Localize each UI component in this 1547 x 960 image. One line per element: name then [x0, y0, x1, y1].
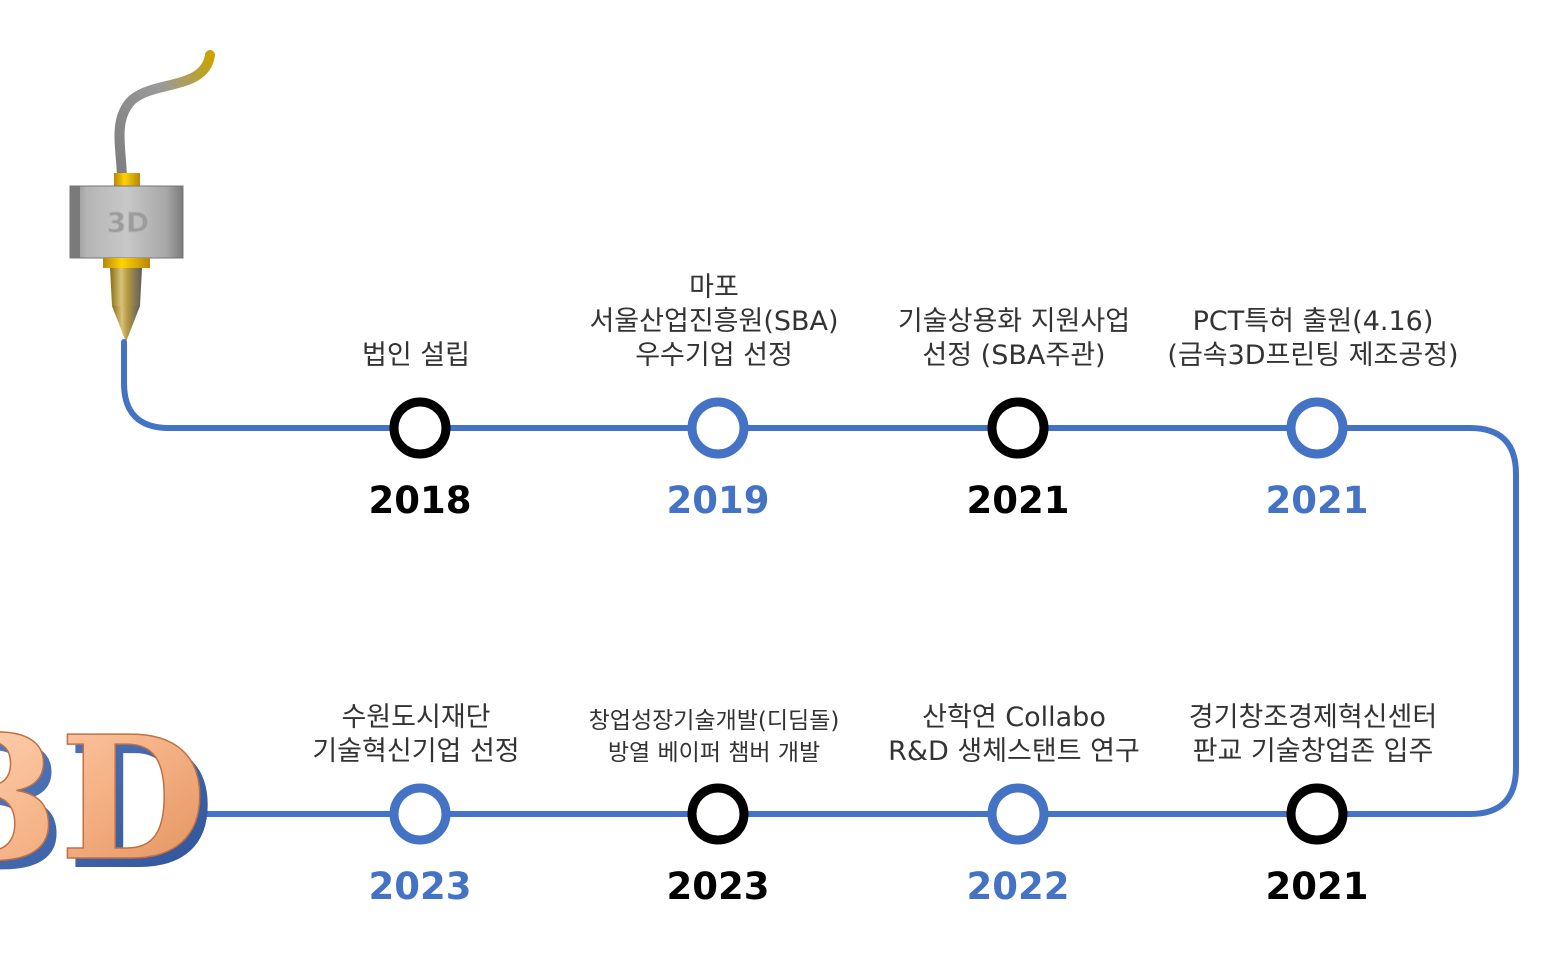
milestone-year: 2021 [966, 479, 1070, 522]
milestone-description-line: 창업성장기술개발(디딤돌) [588, 708, 840, 734]
3d-logo-shadow: 3D [0, 708, 215, 908]
filament-wire [114, 50, 215, 185]
milestone-nodes [389, 397, 1348, 845]
milestone-description-line: 법인 설립 [362, 340, 470, 371]
milestone-description: 법인 설립 [266, 339, 566, 373]
3d-logo-face: 3D [0, 699, 207, 899]
milestone-description-line: (금속3D프린팅 제조공정) [1167, 340, 1459, 371]
3d-logo-icon: 3D 3D [0, 698, 215, 908]
milestone-description-line: 판교 기술창업존 입주 [1192, 736, 1434, 767]
milestone-node [389, 397, 451, 459]
milestone-node [1286, 397, 1348, 459]
milestone-description: 창업성장기술개발(디딤돌) 방열 베이퍼 챔버 개발 [564, 705, 864, 769]
milestone-description-line: R&D 생체스탠트 연구 [888, 736, 1140, 767]
milestone-year: 2021 [1265, 479, 1369, 522]
milestone-description-line: 우수기업 선정 [635, 340, 793, 371]
milestone-node [987, 783, 1049, 845]
timeline-track [121, 339, 1519, 817]
milestone-description-line: 서울산업진흥원(SBA) [589, 306, 839, 337]
milestone-node [987, 397, 1049, 459]
milestone-description-line: 마포 [689, 272, 739, 303]
milestone-year: 2021 [1265, 865, 1369, 908]
milestone-node [389, 783, 451, 845]
printer-head-label: 3D [107, 206, 150, 239]
milestone-year: 2022 [966, 865, 1070, 908]
milestone-description-line: 산학연 Collabo [922, 702, 1106, 733]
milestone-description: PCT특허 출원(4.16)(금속3D프린팅 제조공정) [1163, 305, 1463, 373]
milestone-description-line: 방열 베이퍼 챔버 개발 [607, 740, 821, 766]
milestone-description-line: PCT특허 출원(4.16) [1192, 306, 1434, 337]
milestone-year: 2023 [666, 865, 770, 908]
milestone-year: 2018 [368, 479, 472, 522]
milestone-node [687, 783, 749, 845]
milestone-description-line: 기술혁신기업 선정 [312, 736, 520, 767]
milestone-description-line: 수원도시재단 [341, 702, 491, 733]
milestone-description-line: 경기창조경제혁신센터 [1188, 702, 1438, 733]
milestone-year: 2019 [666, 479, 770, 522]
milestone-description-line: 기술상용화 지원사업 [897, 306, 1131, 337]
milestone-node [687, 397, 749, 459]
milestone-year: 2023 [368, 865, 472, 908]
milestone-node [1286, 783, 1348, 845]
milestone-description-line: 선정 (SBA주관) [922, 340, 1106, 371]
printer-head-icon: 3D [69, 173, 184, 342]
